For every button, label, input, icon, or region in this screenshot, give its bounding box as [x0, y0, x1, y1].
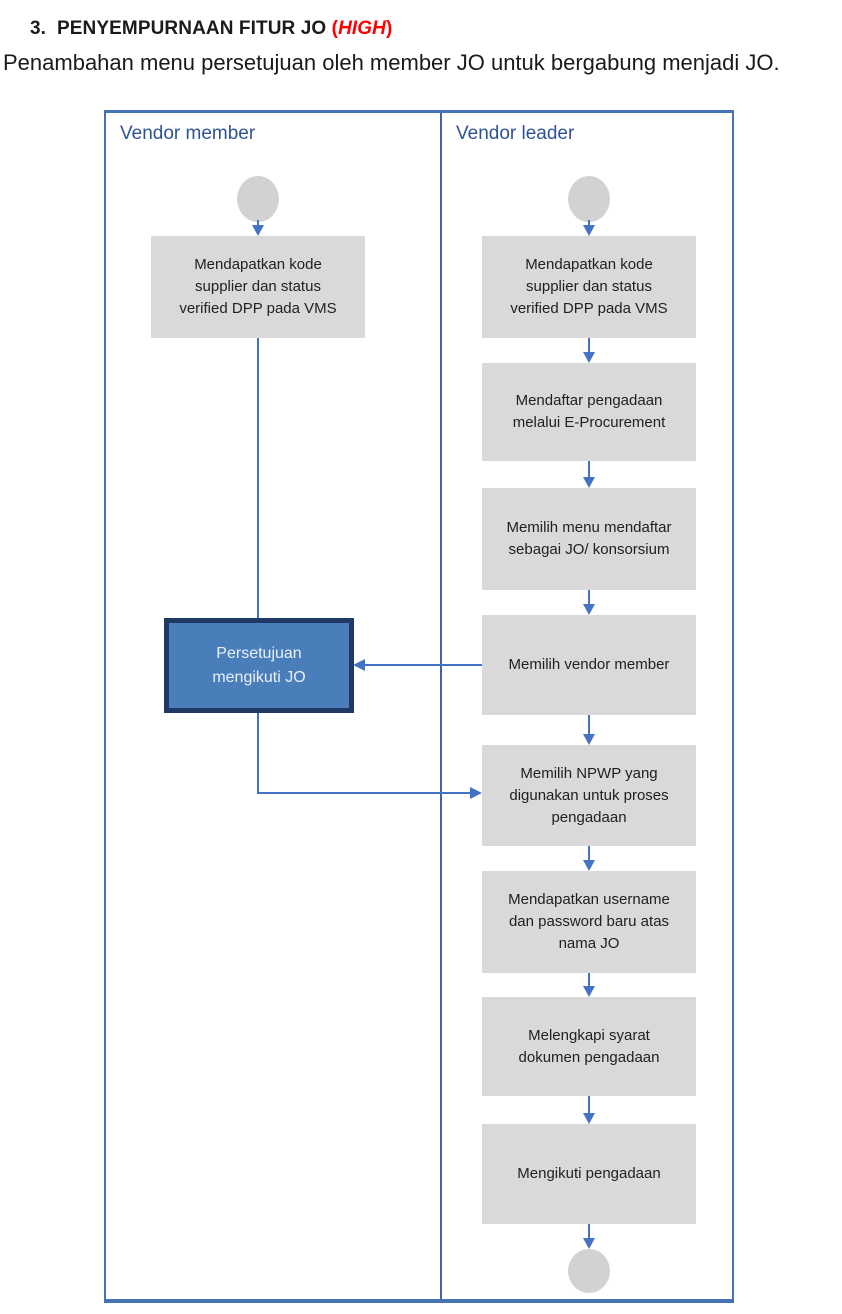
leader-step-memilih-npwp: Memilih NPWP yang digunakan untuk proses… [482, 745, 696, 846]
leader-step-melengkapi-syarat: Melengkapi syarat dokumen pengadaan [482, 997, 696, 1096]
approval-step-label: Persetujuan mengikuti JO [212, 644, 306, 686]
leader-connector-1 [588, 338, 590, 354]
leader-step-7-label: Melengkapi syarat dokumen pengadaan [518, 1026, 660, 1066]
leader-connector-5 [588, 846, 590, 861]
lane-divider [440, 113, 442, 1299]
leader-connector-3 [588, 590, 590, 606]
leader-step-username-password: Mendapatkan username dan password baru a… [482, 871, 696, 973]
arrow-down-icon-1 [583, 352, 595, 363]
section-description: Penambahan menu persetujuan oleh member … [3, 50, 780, 75]
member-step-kode-supplier-label: Mendapatkan kode supplier dan status ver… [179, 256, 337, 317]
approval-step-box: Persetujuan mengikuti JO [164, 618, 354, 713]
leader-step-3-label: Memilih menu mendaftar sebagai JO/ konso… [506, 519, 672, 558]
arrow-left-icon [353, 659, 365, 671]
arrow-right-icon [470, 787, 482, 799]
leader-step-1-label: Mendapatkan kode supplier dan status ver… [510, 256, 668, 317]
arrow-down-icon-2 [583, 477, 595, 488]
leader-step-menu-jo-konsorsium: Memilih menu mendaftar sebagai JO/ konso… [482, 488, 696, 590]
leader-step-mendaftar-pengadaan: Mendaftar pengadaan melalui E-Procuremen… [482, 363, 696, 461]
arrow-down-icon-7 [583, 1113, 595, 1124]
member-start-arrow-line [257, 220, 259, 228]
arrow-down-icon-3 [583, 604, 595, 615]
leader-connector-2 [588, 461, 590, 479]
lane-title-vendor-leader: Vendor leader [456, 123, 575, 144]
leader-step-8-label: Mengikuti pengadaan [517, 1165, 661, 1182]
leader-step-memilih-vendor-member: Memilih vendor member [482, 615, 696, 715]
lane-title-vendor-member: Vendor member [120, 123, 256, 144]
leader-start-arrow-line [588, 220, 590, 228]
leader-start-arrow-down-icon [583, 225, 595, 236]
member-start-arrow-down-icon [252, 225, 264, 236]
arrow-down-icon-8 [583, 1238, 595, 1249]
swimlane-diagram: Vendor member Vendor leader Mendapatkan … [104, 110, 734, 1303]
leader-start-node [568, 176, 610, 222]
leader-end-node [568, 1249, 610, 1293]
leader-connector-7 [588, 1096, 590, 1114]
leader-connector-6 [588, 973, 590, 987]
leader-step-6-label: Mendapatkan username dan password baru a… [508, 891, 670, 952]
leader-step-mengikuti-pengadaan: Mengikuti pengadaan [482, 1124, 696, 1224]
approval-elbow-vertical-line [257, 713, 259, 793]
leader-step-2-label: Mendaftar pengadaan melalui E-Procuremen… [512, 392, 666, 431]
section-number: 3. [30, 18, 47, 39]
arrow-down-icon-6 [583, 986, 595, 997]
leader-connector-8 [588, 1224, 590, 1240]
section-title: PENYEMPURNAAN FITUR JO [57, 18, 332, 39]
leader-step-4-label: Memilih vendor member [508, 656, 670, 673]
vendor-member-to-approval-line [364, 664, 482, 666]
priority-open-paren: ( [331, 18, 339, 39]
leader-step-kode-supplier: Mendapatkan kode supplier dan status ver… [482, 236, 696, 338]
arrow-down-icon-5 [583, 860, 595, 871]
priority-badge: HIGH [338, 18, 386, 39]
approval-elbow-horizontal-line [257, 792, 471, 794]
member-step-kode-supplier: Mendapatkan kode supplier dan status ver… [151, 236, 365, 338]
leader-connector-4 [588, 715, 590, 735]
member-connector-line [257, 338, 259, 618]
arrow-down-icon-4 [583, 734, 595, 745]
section-heading: 3. PENYEMPURNAAN FITUR JO (HIGH) [30, 18, 392, 40]
member-start-node [237, 176, 279, 222]
priority-close-paren: ) [386, 18, 393, 39]
leader-step-5-label: Memilih NPWP yang digunakan untuk proses… [509, 764, 669, 826]
